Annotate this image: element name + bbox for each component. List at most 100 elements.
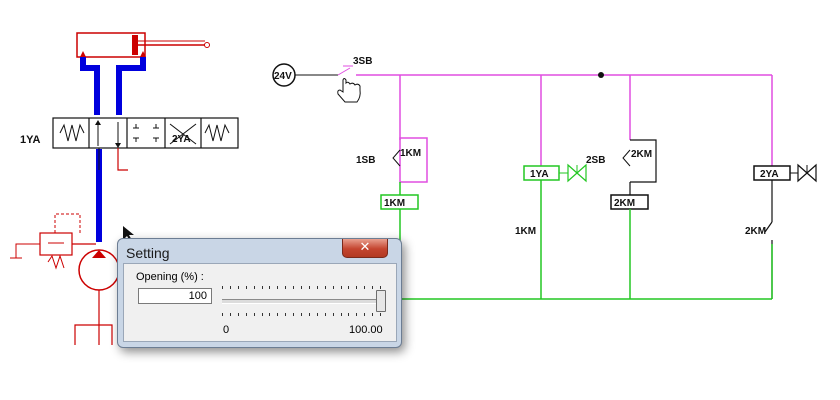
- valve-left-label: 1YA: [20, 134, 40, 146]
- slider-tick: [229, 286, 231, 289]
- sb2-label: 2SB: [586, 155, 605, 166]
- arrow-up-icon: [95, 120, 101, 125]
- km2-contact-label: 2KM: [631, 149, 652, 160]
- ya2-label: 2YA: [760, 169, 779, 180]
- cylinder-piston: [132, 35, 138, 55]
- km2-contact-b-label: 2KM: [745, 226, 766, 237]
- slider-tick: [348, 286, 350, 289]
- slider-tick: [308, 286, 310, 289]
- spring-right-icon: [204, 123, 230, 142]
- slider-tick: [356, 286, 358, 289]
- slider-tick: [222, 313, 223, 316]
- sb2-contact[interactable]: [622, 149, 631, 167]
- hand-cursor-icon: [337, 78, 361, 103]
- slider-tick: [253, 313, 255, 316]
- slider-min-label: 0: [223, 324, 230, 336]
- sb1-label: 1SB: [356, 155, 375, 166]
- valve-body: [52, 117, 239, 149]
- setting-dialog: Setting ✕ Opening (%) : 100 0 100.00: [117, 238, 402, 348]
- slider-tick: [316, 313, 318, 316]
- slider-tick: [222, 286, 223, 289]
- supply-label: 24V: [274, 71, 292, 82]
- slider-tick: [245, 286, 247, 289]
- slider-thumb[interactable]: [376, 290, 386, 312]
- port-b-arrow: [140, 51, 146, 57]
- start-switch-label: 3SB: [353, 56, 372, 67]
- opening-input[interactable]: 100: [138, 288, 212, 304]
- slider-tick: [324, 313, 326, 316]
- electrical-circuit: 24V 3SB 1SB 1KM 1KM 1YA 1KM: [272, 56, 817, 300]
- slider-tick: [324, 286, 326, 289]
- rod-end: [204, 42, 210, 48]
- slider-tick: [332, 286, 334, 289]
- slider-tick: [245, 313, 247, 316]
- opening-label: Opening (%) :: [136, 271, 204, 283]
- directional-valve[interactable]: [52, 117, 239, 149]
- pump-arrow-icon: [92, 250, 106, 258]
- slider-tick: [340, 313, 342, 316]
- slider-tick: [372, 286, 374, 289]
- slider-tick: [301, 286, 302, 289]
- arrow-down-icon: [115, 143, 121, 148]
- sb1-contact[interactable]: [392, 149, 401, 167]
- line-b: [116, 57, 146, 115]
- slider-tick: [237, 313, 239, 316]
- slider-max-label: 100.00: [349, 324, 383, 336]
- valve-right-label: 2YA: [172, 134, 191, 145]
- slider-tick: [277, 286, 279, 289]
- km1-contact-label: 1KM: [400, 148, 421, 159]
- pointer-cursor-icon: [123, 226, 134, 243]
- slider-tick: [285, 286, 287, 289]
- slider-tick: [261, 313, 263, 316]
- ya1-valve-icon: [567, 163, 587, 183]
- ya2-valve-icon: [797, 163, 817, 183]
- slider-tick: [348, 313, 350, 316]
- slider-tick: [229, 313, 231, 316]
- slider-tick: [364, 286, 366, 289]
- slider-tick: [380, 313, 381, 316]
- hold-loop: [399, 137, 428, 183]
- line-a: [80, 57, 100, 115]
- slider-tick: [293, 313, 295, 316]
- km1-coil-label: 1KM: [384, 198, 405, 209]
- slider-tick: [332, 313, 334, 316]
- slider-tick: [356, 313, 358, 316]
- slider-tick: [285, 313, 287, 316]
- slider-tick: [237, 286, 239, 289]
- junction-dot: [598, 72, 604, 78]
- relief-spring-icon: [47, 254, 65, 270]
- slider-tick: [316, 286, 318, 289]
- slider-tick: [372, 313, 374, 316]
- slider-tick: [293, 286, 295, 289]
- km1-contact-b-label: 1KM: [515, 226, 536, 237]
- slider-tick: [253, 286, 255, 289]
- close-button[interactable]: ✕: [342, 239, 388, 258]
- hydraulic-circuit: 1YA 2YA: [10, 32, 239, 345]
- dialog-body: Opening (%) : 100 0 100.00: [123, 263, 397, 342]
- km2-hold-loop: [630, 139, 657, 183]
- pilot-line: [54, 213, 81, 233]
- slider-tick: [364, 313, 366, 316]
- slider-tick: [269, 286, 271, 289]
- slider-tick: [340, 286, 342, 289]
- pump-suction-line: [74, 290, 113, 345]
- tank-line: [117, 148, 128, 171]
- spring-left-icon: [59, 123, 85, 142]
- slider-tick: [308, 313, 310, 316]
- slider-tick: [269, 313, 271, 316]
- opening-slider[interactable]: [220, 282, 392, 324]
- km2-coil-label: 2KM: [614, 198, 635, 209]
- slider-tick: [261, 286, 263, 289]
- start-switch[interactable]: [337, 65, 353, 76]
- slider-track: [222, 299, 384, 304]
- dialog-title: Setting: [126, 245, 170, 261]
- port-a-arrow: [80, 51, 86, 57]
- cross-path-2: [169, 123, 197, 145]
- relief-valve[interactable]: [39, 232, 73, 256]
- slider-tick: [380, 286, 381, 289]
- relief-tank: [10, 243, 40, 259]
- slider-tick: [301, 313, 302, 316]
- slider-tick: [277, 313, 279, 316]
- ya1-label: 1YA: [530, 169, 549, 180]
